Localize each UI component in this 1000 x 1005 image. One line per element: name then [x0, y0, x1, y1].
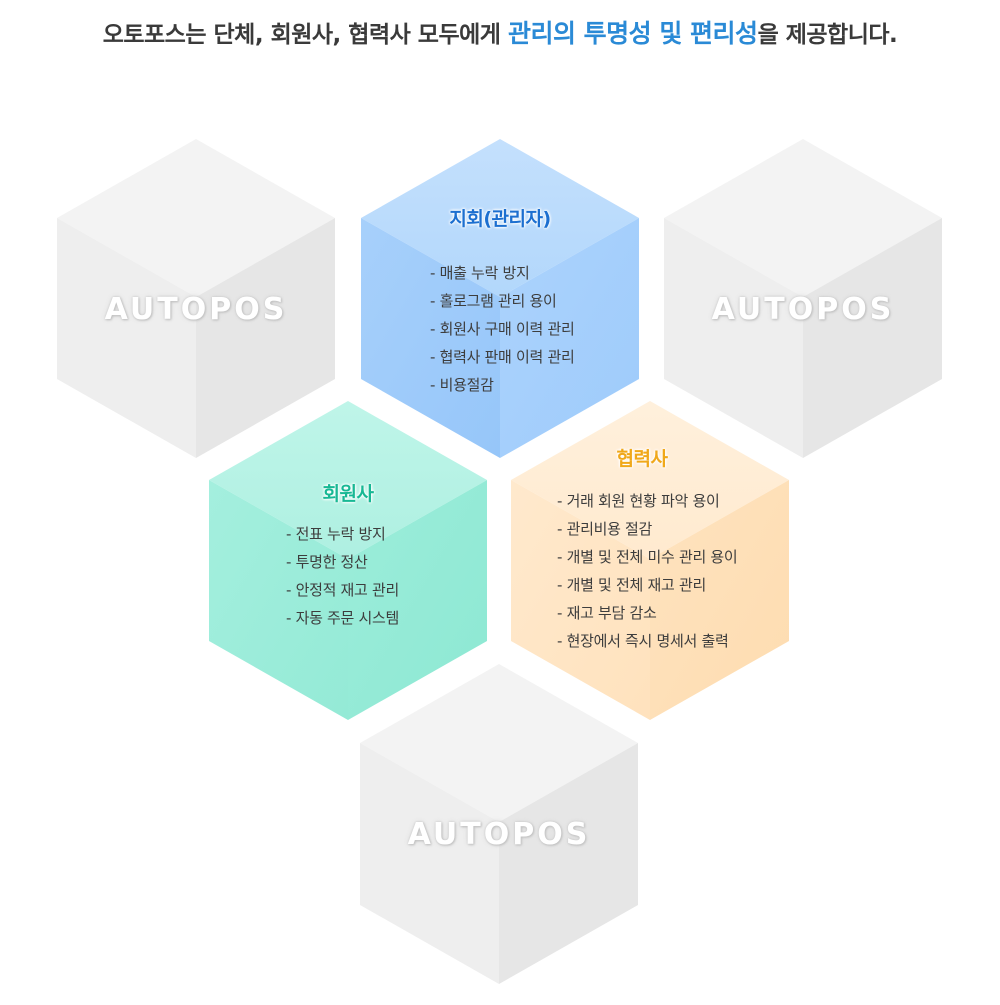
member-feature-list: 전표 누락 방지 투명한 정산 안정적 재고 관리 자동 주문 시스템: [286, 520, 400, 632]
headline-suffix: 을 제공합니다.: [757, 22, 898, 48]
feature-item: 재고 부담 감소: [557, 599, 737, 627]
feature-item: 거래 회원 현황 파악 용이: [557, 487, 737, 515]
partner-feature-list: 거래 회원 현황 파악 용이 관리비용 절감 개별 및 전체 미수 관리 용이 …: [557, 487, 738, 655]
feature-item: 회원사 구매 이력 관리: [430, 315, 575, 343]
brand-mark-bottom: AUTOPOS: [407, 817, 591, 852]
feature-item: 자동 주문 시스템: [286, 604, 400, 632]
partner-title: 협력사: [616, 448, 668, 470]
feature-item: 현장에서 즉시 명세서 출력: [557, 627, 737, 655]
brand-mark-left: AUTOPOS: [104, 292, 288, 327]
admin-feature-list: 매출 누락 방지 홀로그램 관리 용이 회원사 구매 이력 관리 협력사 판매 …: [430, 259, 575, 399]
feature-item: 안정적 재고 관리: [286, 576, 400, 604]
feature-item: 홀로그램 관리 용이: [430, 287, 575, 315]
feature-item: 관리비용 절감: [557, 515, 737, 543]
feature-item: 매출 누락 방지: [430, 259, 575, 287]
feature-item: 개별 및 전체 미수 관리 용이: [557, 543, 738, 571]
gray-cube-bottom: [360, 664, 638, 984]
feature-item: 비용절감: [430, 371, 575, 399]
member-title: 회원사: [322, 483, 374, 505]
headline-prefix: 오토포스는 단체, 회원사, 협력사 모두에게: [102, 22, 508, 48]
gray-cube-right: [664, 139, 942, 458]
feature-item: 전표 누락 방지: [286, 520, 399, 548]
gray-cube-left: [57, 139, 335, 458]
admin-title: 지회(관리자): [449, 208, 551, 230]
headline-highlight: 관리의 투명성 및 편리성: [507, 19, 758, 48]
feature-item: 투명한 정산: [286, 548, 399, 576]
feature-item: 개별 및 전체 재고 관리: [557, 571, 737, 599]
brand-mark-right: AUTOPOS: [711, 292, 895, 327]
feature-item: 협력사 판매 이력 관리: [430, 343, 575, 371]
page-headline: 오토포스는 단체, 회원사, 협력사 모두에게 관리의 투명성 및 편리성을 제…: [0, 14, 1000, 50]
